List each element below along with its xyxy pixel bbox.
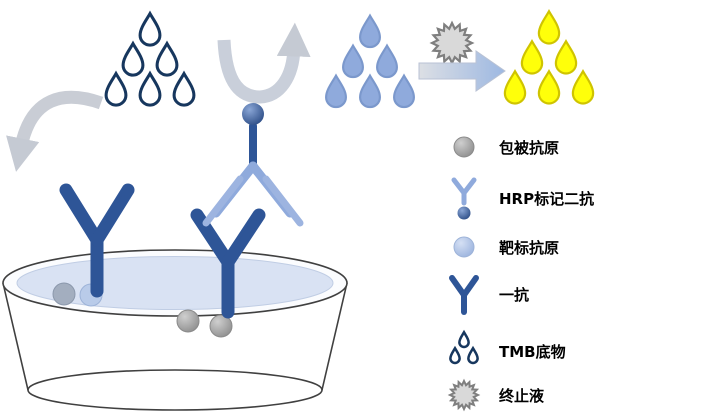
- stop-solution-burst-icon: [429, 20, 475, 66]
- substrate-curved-arrow: [217, 22, 311, 104]
- stop-reaction-arrow: [418, 50, 506, 92]
- dish-right-wall: [321, 282, 348, 391]
- hrp-enzyme-ball: [242, 103, 264, 125]
- well-dish: [2, 249, 348, 411]
- dish-bottom: [27, 369, 323, 411]
- yellow-droplet-cluster: [503, 10, 595, 105]
- secondary-antibody-chain-right: [262, 175, 304, 227]
- wash-curved-arrow: [6, 90, 104, 172]
- coated-antigen-circles: [176, 309, 233, 338]
- blue-droplet-cluster: [325, 14, 415, 109]
- tmb-droplet-cluster: [104, 12, 196, 107]
- primary-antibody-middle: [190, 208, 266, 319]
- secondary-antibody-chain-left: [202, 175, 244, 227]
- dish-left-wall: [2, 282, 29, 391]
- primary-antibody-left: [59, 183, 135, 298]
- hrp-secondary-antibody-complex: [202, 103, 304, 227]
